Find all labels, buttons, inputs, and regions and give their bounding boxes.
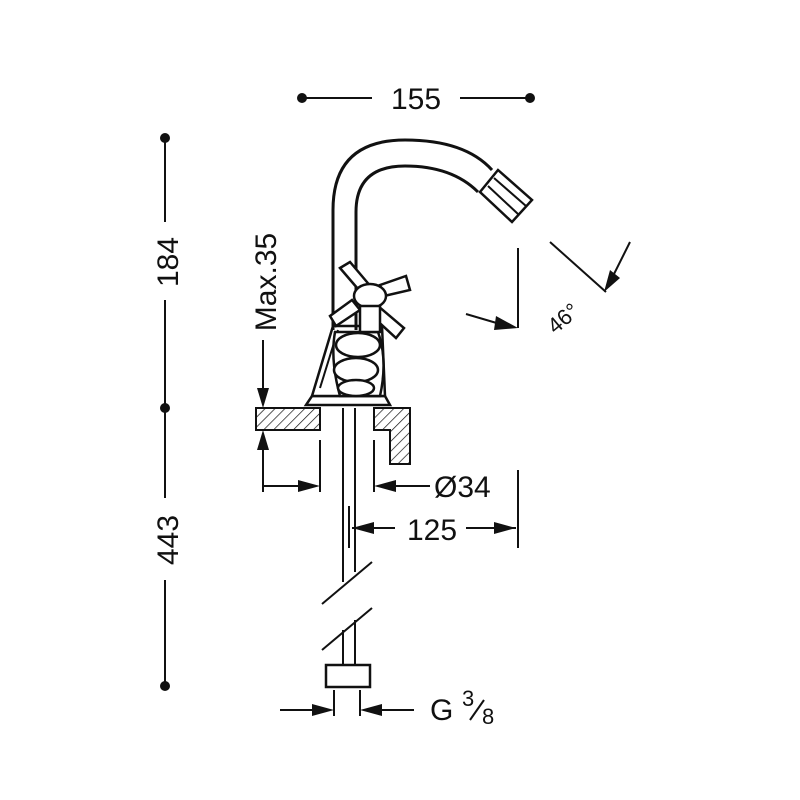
dimension-width-155: 155 <box>297 83 535 116</box>
dimension-label-thread-denominator: 8 <box>482 704 494 729</box>
dimension-label-thread-prefix: G <box>430 694 453 727</box>
dimension-endpoint-right <box>525 93 535 103</box>
valve-body <box>332 330 385 398</box>
dimension-label-max-thickness: Max.35 <box>250 233 283 331</box>
dimension-thread: G 3 8 <box>280 686 494 729</box>
dimension-label-thread-numerator: 3 <box>462 686 474 711</box>
supply-pipe <box>321 408 373 689</box>
countertop-section <box>255 407 411 465</box>
dimension-label-height-upper: 184 <box>152 237 185 287</box>
dimension-label-angle: 46° <box>542 298 584 339</box>
dimension-label-diameter: Ø34 <box>434 471 491 504</box>
dimension-angle: 46° <box>542 241 631 339</box>
dimension-max-thickness: Max.35 <box>250 233 283 492</box>
dimension-label-reach: 125 <box>407 514 457 547</box>
angle-leader-lower <box>465 313 501 325</box>
dimension-height-lower: 443 <box>152 408 185 691</box>
dimension-reach: 125 <box>348 470 519 548</box>
angle-arrow-lower <box>494 316 518 330</box>
dimension-height-upper: 184 <box>152 133 185 413</box>
aerator <box>478 168 534 224</box>
cross-handle <box>328 260 412 340</box>
dimension-label-width: 155 <box>391 83 441 116</box>
faucet-spout <box>331 138 534 330</box>
dimension-label-height-lower: 443 <box>152 515 185 565</box>
pipe-connector <box>324 663 372 689</box>
dimension-diameter: Ø34 <box>264 440 491 504</box>
